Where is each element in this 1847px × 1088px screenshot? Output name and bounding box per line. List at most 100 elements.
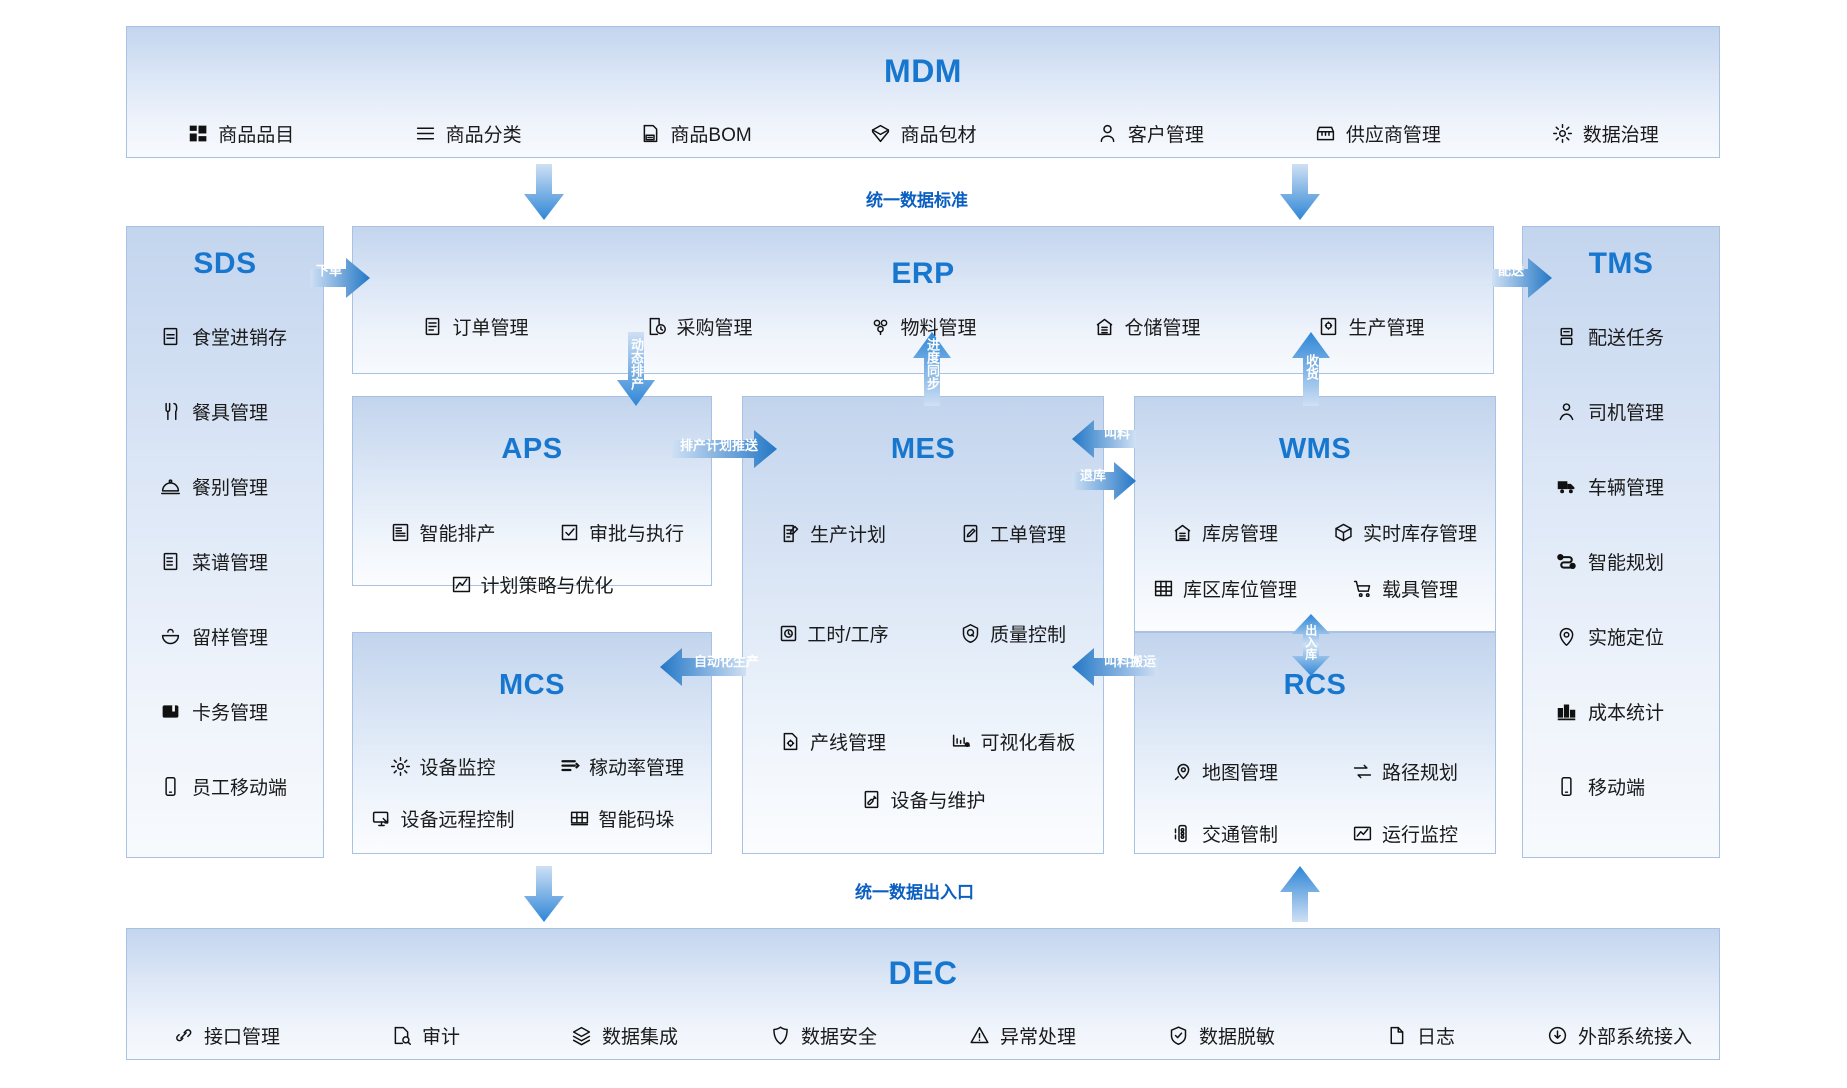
dec-item[interactable]: 接口管理 bbox=[127, 1022, 326, 1049]
mes-item[interactable]: 产线管理 bbox=[743, 712, 923, 770]
mdm-item[interactable]: 商品包材 bbox=[809, 120, 1036, 147]
sds-item[interactable]: 员工移动端 bbox=[127, 749, 323, 824]
mcs-item[interactable]: 智能码垛 bbox=[532, 792, 711, 844]
tms-item[interactable]: 移动端 bbox=[1523, 749, 1719, 824]
erp-item[interactable]: 生产管理 bbox=[1259, 313, 1483, 340]
tms-label: 移动端 bbox=[1588, 778, 1646, 799]
cube-icon bbox=[1333, 521, 1355, 543]
wms-panel[interactable]: WMS 库房管理实时库存管理库区库位管理载具管理 bbox=[1134, 396, 1496, 632]
sds-item[interactable]: 菜谱管理 bbox=[127, 524, 323, 599]
menu-book-icon bbox=[159, 551, 181, 573]
sds-title: SDS bbox=[193, 247, 257, 280]
wms-label: 载具管理 bbox=[1381, 579, 1458, 601]
tms-item[interactable]: 车辆管理 bbox=[1523, 449, 1719, 524]
mes-panel[interactable]: MES 生产计划工单管理工时/工序质量控制产线管理可视化看板设备与维护 bbox=[742, 396, 1104, 854]
mes-item[interactable]: 设备与维护 bbox=[743, 770, 1103, 828]
dec-panel[interactable]: DEC 接口管理审计数据集成数据安全异常处理数据脱敏日志外部系统接入 bbox=[126, 928, 1720, 1060]
dec-item[interactable]: 外部系统接入 bbox=[1520, 1022, 1719, 1049]
erp-item[interactable]: 采购管理 bbox=[587, 313, 811, 340]
erp-item[interactable]: 物料管理 bbox=[811, 313, 1035, 340]
mdm-item[interactable]: 客户管理 bbox=[1037, 120, 1264, 147]
aps-label: 计划策略与优化 bbox=[480, 575, 614, 597]
mcs-item[interactable]: 设备远程控制 bbox=[353, 792, 532, 844]
mcs-item[interactable]: 稼动率管理 bbox=[532, 740, 711, 792]
mes-item[interactable]: 工时/工序 bbox=[743, 604, 923, 662]
mcs-label: 设备远程控制 bbox=[400, 809, 515, 831]
rcs-title: RCS bbox=[1283, 669, 1347, 701]
rcs-item[interactable]: 交通管制 bbox=[1135, 802, 1315, 864]
tms-item[interactable]: 成本统计 bbox=[1523, 674, 1719, 749]
work-order-icon bbox=[960, 522, 982, 544]
sds-item[interactable]: 食堂进销存 bbox=[127, 299, 323, 374]
chart-optimize-icon bbox=[450, 573, 472, 595]
tms-item[interactable]: 司机管理 bbox=[1523, 374, 1719, 449]
sds-label: 卡务管理 bbox=[192, 703, 269, 724]
sds-label: 餐具管理 bbox=[192, 403, 269, 424]
dec-item[interactable]: 日志 bbox=[1321, 1022, 1520, 1049]
wms-label: 库区库位管理 bbox=[1182, 579, 1297, 601]
rcs-item[interactable]: 运行监控 bbox=[1315, 802, 1495, 864]
mdm-item[interactable]: 供应商管理 bbox=[1264, 120, 1491, 147]
production-line-icon bbox=[780, 730, 802, 752]
tms-item[interactable]: 配送任务 bbox=[1523, 299, 1719, 374]
sds-item[interactable]: 留样管理 bbox=[127, 599, 323, 674]
erp-item[interactable]: 订单管理 bbox=[363, 313, 587, 340]
dec-item[interactable]: 数据脱敏 bbox=[1122, 1022, 1321, 1049]
aps-item[interactable]: 智能排产 bbox=[353, 506, 532, 558]
mcs-label: 智能码垛 bbox=[598, 809, 675, 831]
aps-item[interactable]: 审批与执行 bbox=[532, 506, 711, 558]
mdm-title: MDM bbox=[884, 53, 962, 89]
dec-item[interactable]: 审计 bbox=[326, 1022, 525, 1049]
wms-item[interactable]: 库房管理 bbox=[1135, 504, 1315, 560]
dec-item[interactable]: 数据安全 bbox=[724, 1022, 923, 1049]
api-link-icon bbox=[173, 1024, 195, 1046]
rcs-item[interactable]: 路径规划 bbox=[1315, 740, 1495, 802]
tms-item[interactable]: 实施定位 bbox=[1523, 599, 1719, 674]
mcs-item[interactable]: 设备监控 bbox=[353, 740, 532, 792]
arrow-wms-rcs-inout bbox=[1292, 614, 1330, 681]
mes-item[interactable]: 质量控制 bbox=[923, 604, 1103, 662]
tms-panel[interactable]: TMS 配送任务司机管理车辆管理智能规划实施定位成本统计移动端 bbox=[1522, 226, 1720, 858]
purchase-clock-icon bbox=[645, 316, 667, 338]
mes-item[interactable]: 工单管理 bbox=[923, 504, 1103, 562]
tms-label: 实施定位 bbox=[1588, 628, 1665, 649]
dec-label: 日志 bbox=[1416, 1026, 1455, 1048]
erp-item[interactable]: 仓储管理 bbox=[1035, 313, 1259, 340]
mdm-item[interactable]: 数据治理 bbox=[1492, 120, 1719, 147]
sds-item[interactable]: 餐别管理 bbox=[127, 449, 323, 524]
aps-panel[interactable]: APS 智能排产审批与执行计划策略与优化 bbox=[352, 396, 712, 597]
dec-item[interactable]: 异常处理 bbox=[923, 1022, 1122, 1049]
tms-item[interactable]: 智能规划 bbox=[1523, 524, 1719, 599]
mdm-item[interactable]: 商品BOM bbox=[582, 120, 809, 147]
mes-item[interactable]: 生产计划 bbox=[743, 504, 923, 562]
traffic-light-icon bbox=[1172, 822, 1194, 844]
sds-item[interactable]: 餐具管理 bbox=[127, 374, 323, 449]
mes-item[interactable]: 可视化看板 bbox=[923, 712, 1103, 770]
arrow-mdm-to-erp-right bbox=[1280, 164, 1320, 225]
arrow-dec-to-rcs bbox=[1280, 866, 1320, 927]
wms-item[interactable]: 实时库存管理 bbox=[1315, 504, 1495, 560]
wms-label: 库房管理 bbox=[1201, 523, 1278, 545]
wms-item[interactable]: 载具管理 bbox=[1315, 560, 1495, 616]
aps-item[interactable]: 计划策略与优化 bbox=[353, 558, 711, 610]
dec-item[interactable]: 数据集成 bbox=[525, 1022, 724, 1049]
tag-auto-production: 自动化生产 bbox=[694, 654, 760, 669]
dec-label: 数据集成 bbox=[601, 1026, 678, 1048]
layers-icon bbox=[571, 1024, 593, 1046]
erp-label: 订单管理 bbox=[452, 318, 529, 339]
mdm-item[interactable]: 商品分类 bbox=[354, 120, 581, 147]
mdm-item[interactable]: 商品品目 bbox=[127, 120, 354, 147]
erp-label: 采购管理 bbox=[676, 318, 753, 339]
mdm-label: 客户管理 bbox=[1127, 124, 1204, 146]
document-minus-icon bbox=[159, 326, 181, 348]
erp-item-list: 订单管理 采购管理 物料管理仓储管理生产管理 bbox=[363, 313, 1483, 340]
label-unified-data-gateway: 统一数据出入口 bbox=[855, 883, 974, 902]
gear-icon bbox=[389, 755, 411, 777]
sds-panel[interactable]: SDS 食堂进销存餐具管理餐别管理菜谱管理留样管理卡务管理员工移动端 bbox=[126, 226, 324, 858]
sds-item[interactable]: 卡务管理 bbox=[127, 674, 323, 749]
mcs-panel[interactable]: MCS 设备监控稼动率管理设备远程控制智能码垛 bbox=[352, 632, 712, 854]
wms-item[interactable]: 库区库位管理 bbox=[1135, 560, 1315, 616]
rcs-item[interactable]: 地图管理 bbox=[1135, 740, 1315, 802]
dec-label: 数据安全 bbox=[800, 1026, 877, 1048]
